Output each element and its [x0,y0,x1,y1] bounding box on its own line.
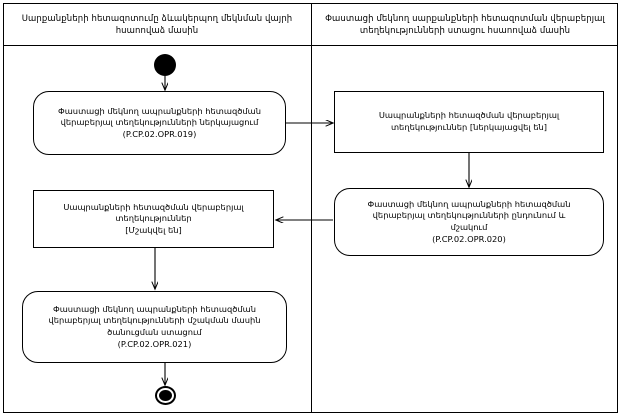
activity-opr-021-code: (P.CP.02.OPR.021) [117,338,192,349]
object-node-information-processed-text: Սապրանքների հետազծման վերաբերյալ տեղեկու… [63,201,244,235]
activity-opr-019[interactable]: Փաստացի մեկնող ապրանքների հետազծման վերա… [33,91,286,155]
lane-left-title: Սարքանքների հետազոտումը ձևակերպող մեկնմա… [21,14,293,36]
object-node-information-presented[interactable]: Սապրանքների հետազծման վերաբերյալ տեղեկու… [334,91,604,153]
initial-node [154,54,176,76]
activity-opr-020[interactable]: Փաստացի մեկնող ապրանքների հետազծման վերա… [334,188,604,256]
activity-opr-019-text: Փաստացի մեկնող ապրանքների հետազծման վերա… [58,105,261,128]
final-node [155,386,176,405]
object-node-information-processed[interactable]: Սապրանքների հետազծման վերաբերյալ տեղեկու… [33,190,274,248]
activity-opr-019-code: (P.CP.02.OPR.019) [122,128,197,139]
lane-left-header-rule [3,45,311,46]
swimlane-divider [311,3,312,413]
activity-opr-020-code: (P.CP.02.OPR.020) [432,233,506,244]
activity-opr-020-text: Փաստացի մեկնող ապրանքների հետազծման վերա… [367,198,571,232]
activity-opr-021-text: Փաստացի մեկնող ապրանքների հետազծման վերա… [48,303,261,337]
lane-right-header-rule [312,45,618,46]
object-node-information-presented-text: Սապրանքների հետազծման վերաբերյալ տեղեկու… [378,110,560,132]
activity-opr-021[interactable]: Փաստացի մեկնող ապրանքների հետազծման վերա… [22,291,287,363]
lane-right-title: Փաստացի մեկնող սարքանքների հետազոտման վե… [325,14,605,36]
diagram-outer-frame [3,3,618,413]
